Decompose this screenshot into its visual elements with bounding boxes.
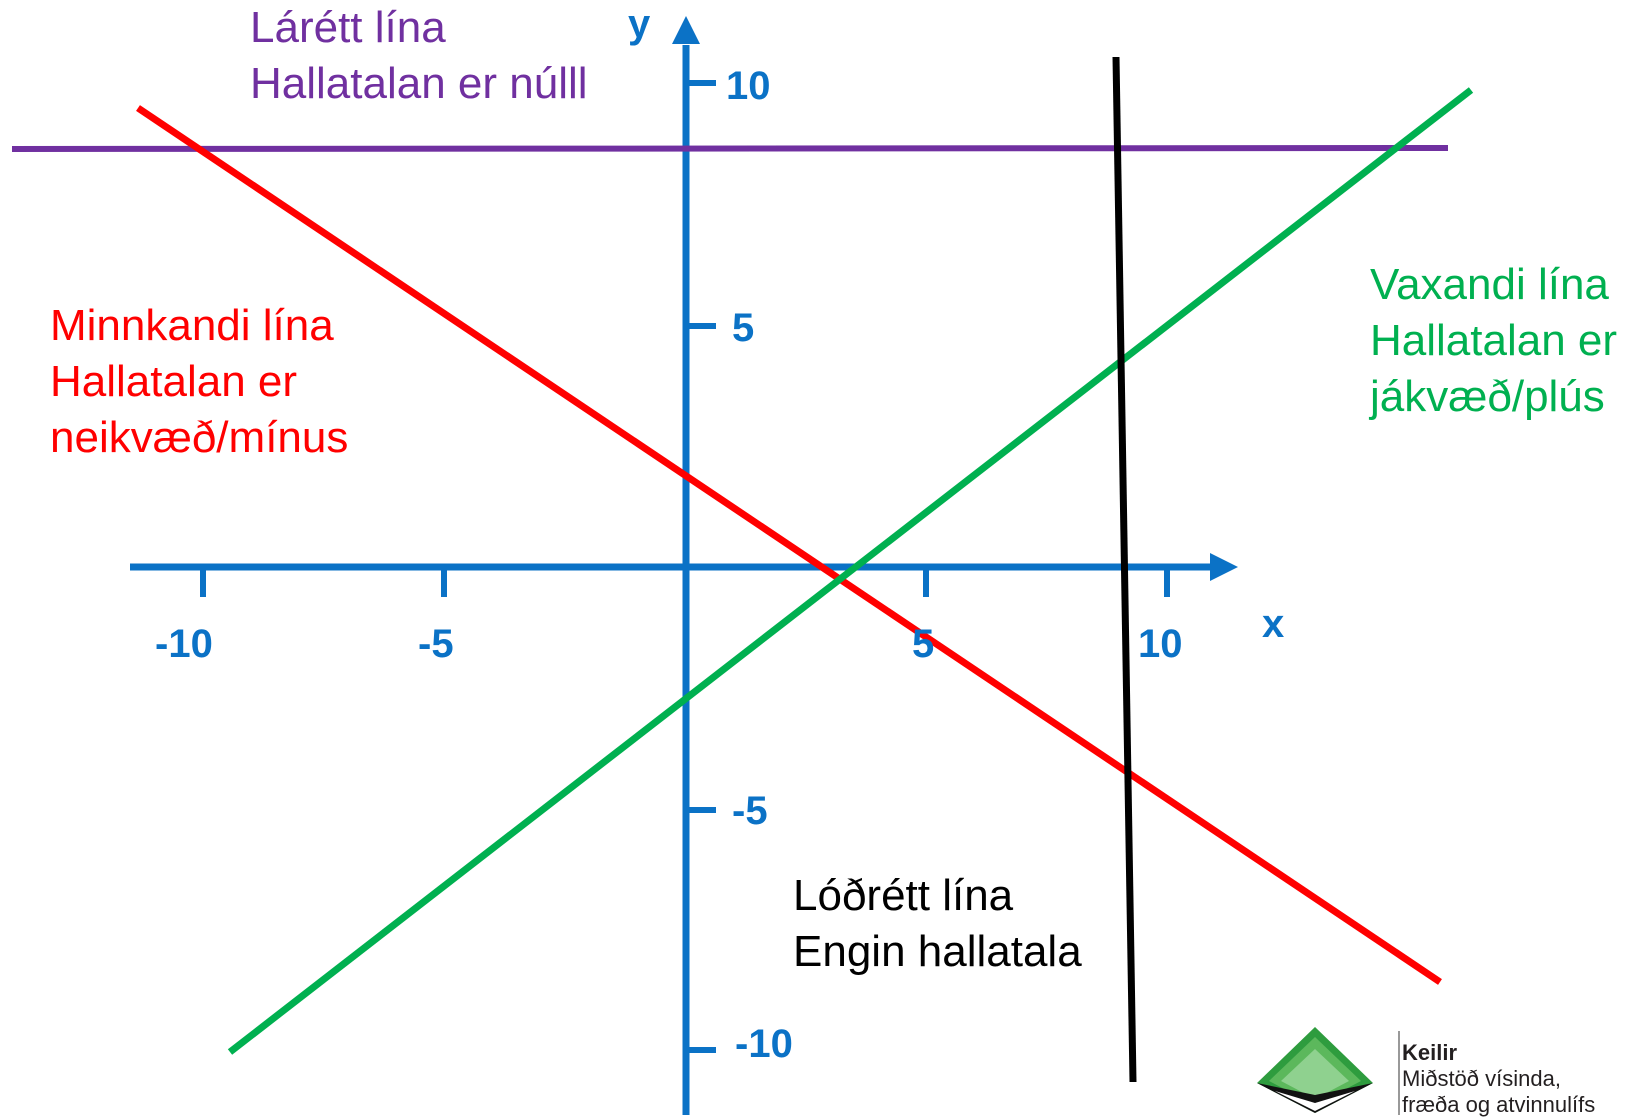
decreasing-label-line2: Hallatalan er — [50, 357, 298, 406]
y-axis-label: y — [628, 2, 651, 46]
increasing-line-label: Vaxandi lína Hallatalan er jákvæð/plús — [1370, 257, 1617, 425]
horizontal-label-line1: Lárétt lína — [250, 3, 446, 52]
increasing-label-line2: Hallatalan er — [1370, 316, 1618, 365]
vertical-line — [1112, 56, 1137, 1083]
x-tick-label: -10 — [155, 622, 213, 666]
keilir-logo-text: Keilir Miðstöð vísinda, fræða og atvinnu… — [1402, 1040, 1595, 1118]
decreasing-label-line1: Minnkandi lína — [50, 301, 334, 350]
horizontal-label-line2: Hallatalan er núlll — [250, 59, 588, 108]
logo-tagline-1: Miðstöð vísinda, — [1402, 1066, 1561, 1091]
y-tick-label: 10 — [726, 64, 771, 108]
logo-tagline-2: fræða og atvinnulífs — [1402, 1092, 1596, 1117]
y-axis-arrowhead — [672, 16, 700, 44]
increasing-line — [227, 87, 1474, 1055]
x-tick-label: 10 — [1138, 622, 1183, 666]
y-tick-label: -5 — [732, 789, 768, 833]
x-axis-arrowhead — [1210, 553, 1238, 581]
decreasing-line-label: Minnkandi lína Hallatalan er neikvæð/mín… — [50, 298, 348, 466]
x-tick-label: -5 — [418, 622, 454, 666]
y-tick-label: -10 — [735, 1022, 793, 1066]
horizontal-line-label: Lárétt lína Hallatalan er núlll — [250, 0, 588, 112]
horizontal-line — [11, 145, 1449, 152]
decreasing-label-line3: neikvæð/mínus — [50, 413, 349, 462]
logo-brand-name: Keilir — [1402, 1040, 1458, 1065]
vertical-line-label: Lóðrétt lína Engin hallatala — [793, 868, 1082, 980]
x-tick-label: 5 — [912, 622, 935, 666]
increasing-label-line3: jákvæð/plús — [1370, 372, 1605, 421]
vertical-label-line2: Engin hallatala — [793, 927, 1082, 976]
vertical-label-line1: Lóðrétt lína — [793, 871, 1014, 920]
y-tick-label: 5 — [732, 306, 755, 350]
decreasing-line — [136, 105, 1442, 985]
keilir-logo-icon — [1257, 1027, 1400, 1115]
increasing-label-line1: Vaxandi lína — [1370, 260, 1609, 309]
x-axis-label: x — [1262, 602, 1285, 646]
